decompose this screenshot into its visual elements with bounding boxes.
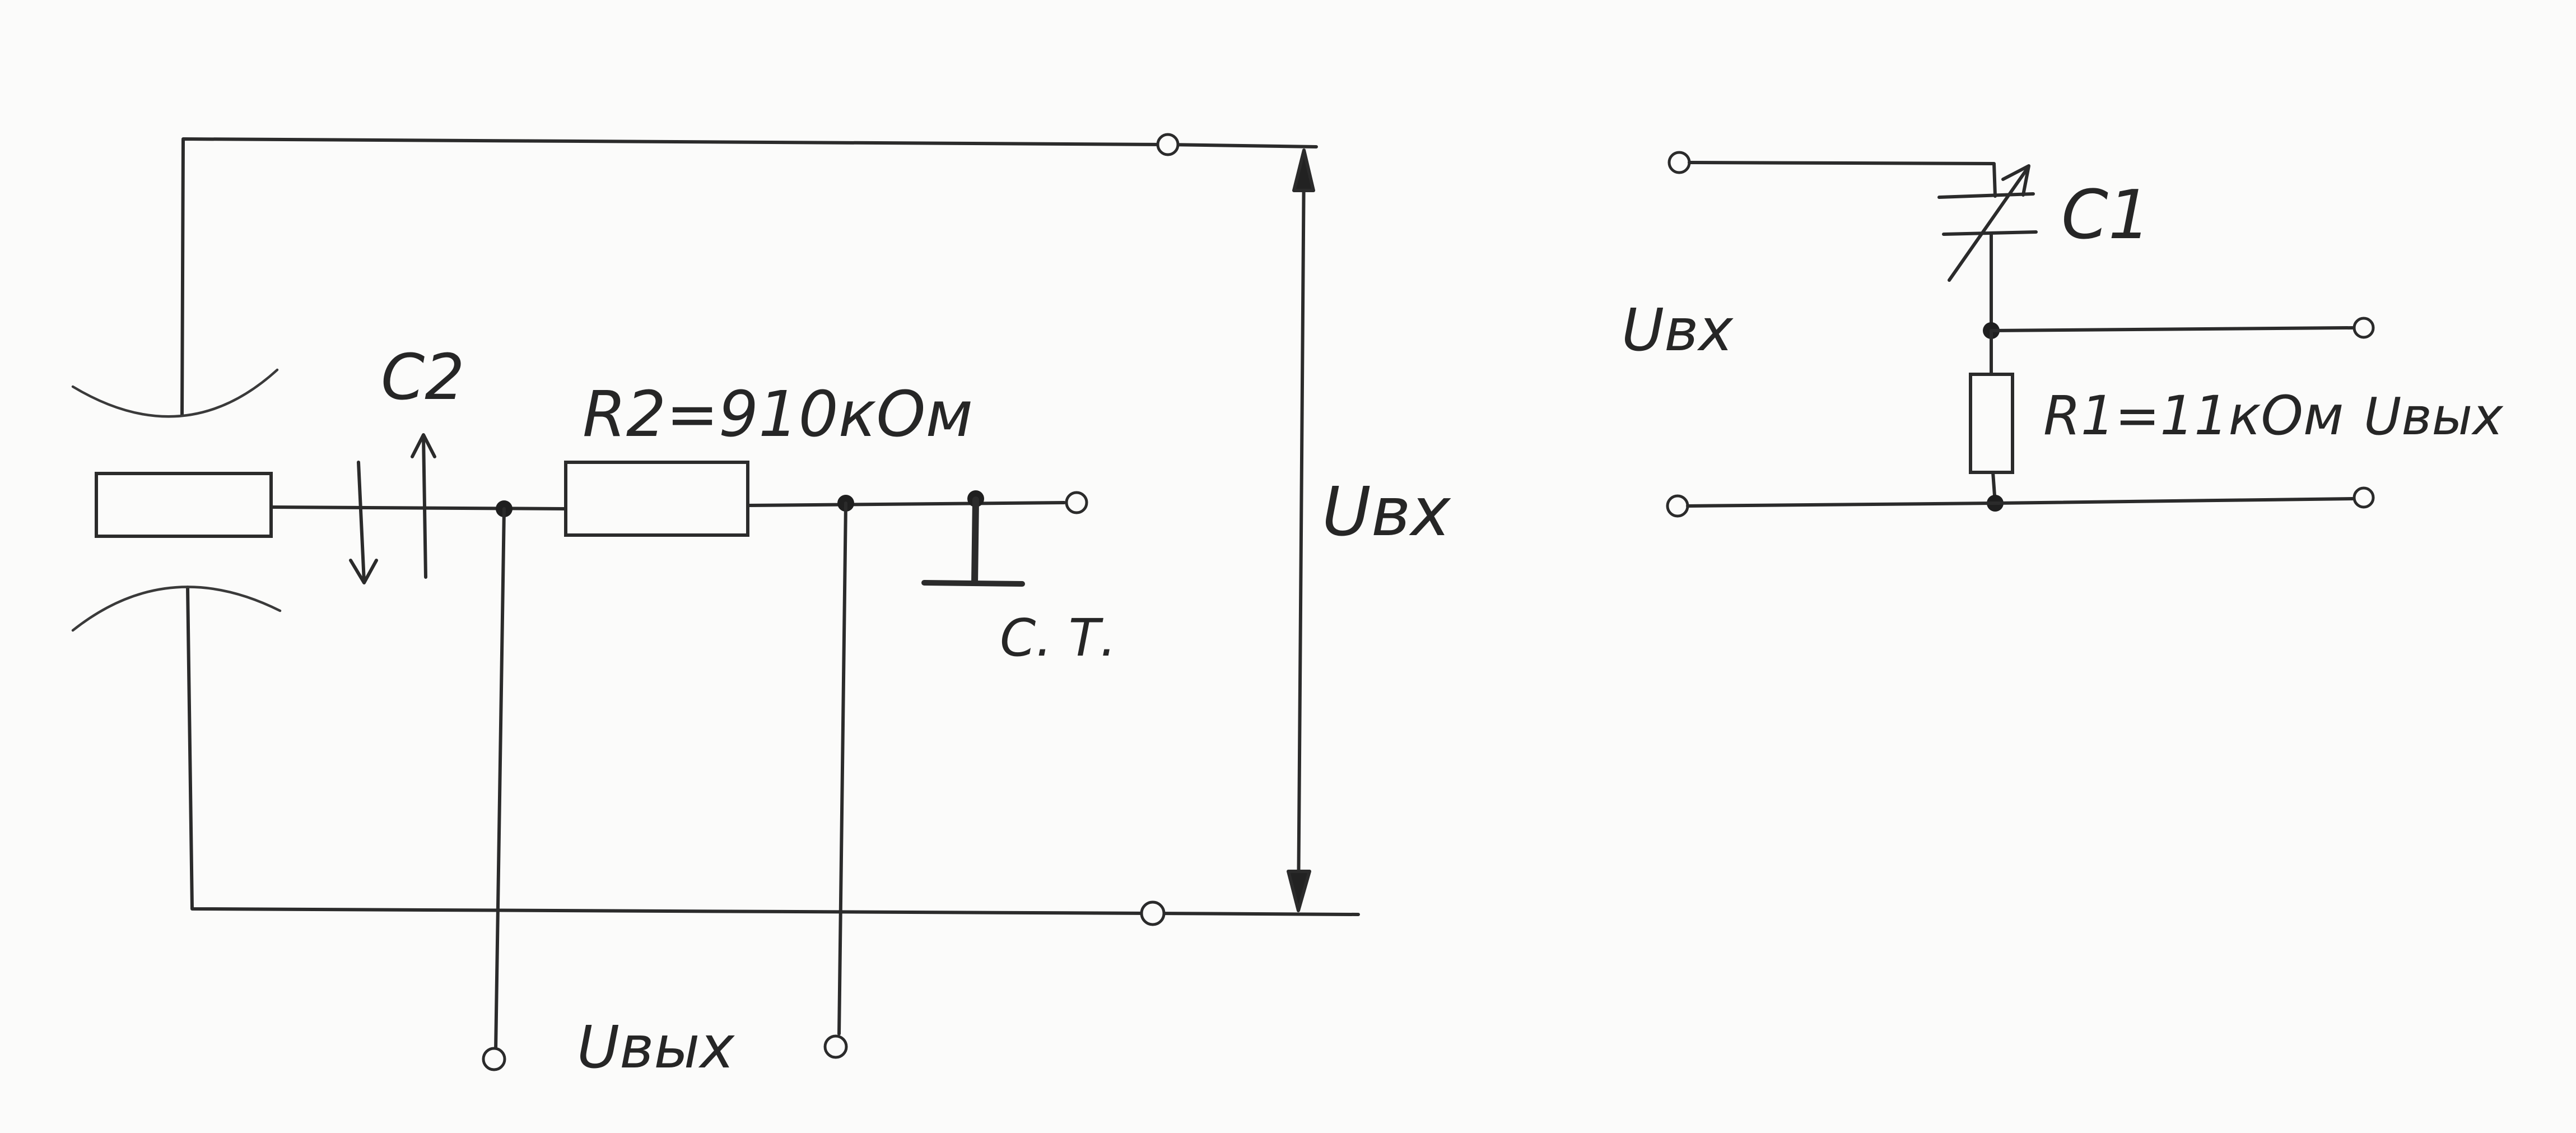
left-main-wire-b [746, 501, 1066, 507]
c1-arrowhead [2001, 164, 2030, 197]
c2-label: C2 [381, 341, 464, 414]
right-input-terminal-top [1667, 151, 1691, 174]
ct-label: С. Т. [1000, 608, 1116, 668]
left-circuit: C2 R2=910кОм Uвх С. Т. Uвых [71, 133, 1452, 1081]
ct-plate [921, 580, 1025, 587]
c2-down-arrow [357, 461, 366, 583]
right-output-terminal-top [2353, 317, 2375, 339]
c1-variable-arrow [1948, 166, 2029, 282]
left-right-terminal [1065, 491, 1088, 514]
right-circuit: C1 R1=11кОм Uвх Uвых [1622, 151, 2504, 518]
left-main-wire-a [269, 505, 567, 510]
c2-up-arrowhead [411, 433, 436, 458]
c1-plate-bottom [1942, 230, 2038, 236]
c2-down-arrowhead [349, 559, 378, 584]
lower-electrode [71, 586, 282, 632]
left-uin-arrow-line [1297, 158, 1306, 909]
right-uin-label: Uвх [1622, 296, 1734, 364]
upper-electrode [71, 368, 279, 418]
r2-label: R2=910кОм [583, 378, 973, 451]
c2-up-arrow [422, 434, 427, 579]
left-uin-arrowhead-bottom [1287, 870, 1311, 912]
sensor-element [95, 472, 273, 538]
r1-label: R1=11кОм [2043, 384, 2344, 447]
resistor-r2 [564, 461, 749, 537]
left-uin-arrowhead-top [1292, 148, 1315, 192]
ct-stem [971, 496, 979, 586]
left-output-wire-2 [837, 502, 847, 1036]
left-uin-label: Uвх [1322, 473, 1452, 551]
c1-label: C1 [2061, 177, 2151, 254]
resistor-r1 [1969, 373, 2014, 474]
c1-plate-top [1937, 192, 2035, 199]
left-top-wire [180, 137, 1318, 416]
right-output-wire-top [1990, 326, 2354, 332]
left-uout-label: Uвых [577, 1013, 735, 1081]
left-input-terminal-top [1156, 133, 1180, 156]
left-output-terminal-1 [482, 1047, 506, 1071]
right-top-wire [1688, 161, 1997, 198]
right-output-terminal-bottom [2353, 486, 2375, 509]
left-output-wire-1 [494, 507, 506, 1052]
left-input-terminal-bottom [1140, 900, 1166, 926]
right-uout-label: Uвых [2364, 387, 2504, 447]
right-bottom-wire [1686, 497, 2354, 508]
left-bottom-wire [186, 586, 1360, 916]
right-input-terminal-bottom [1666, 494, 1689, 518]
left-output-terminal-2 [823, 1034, 848, 1059]
